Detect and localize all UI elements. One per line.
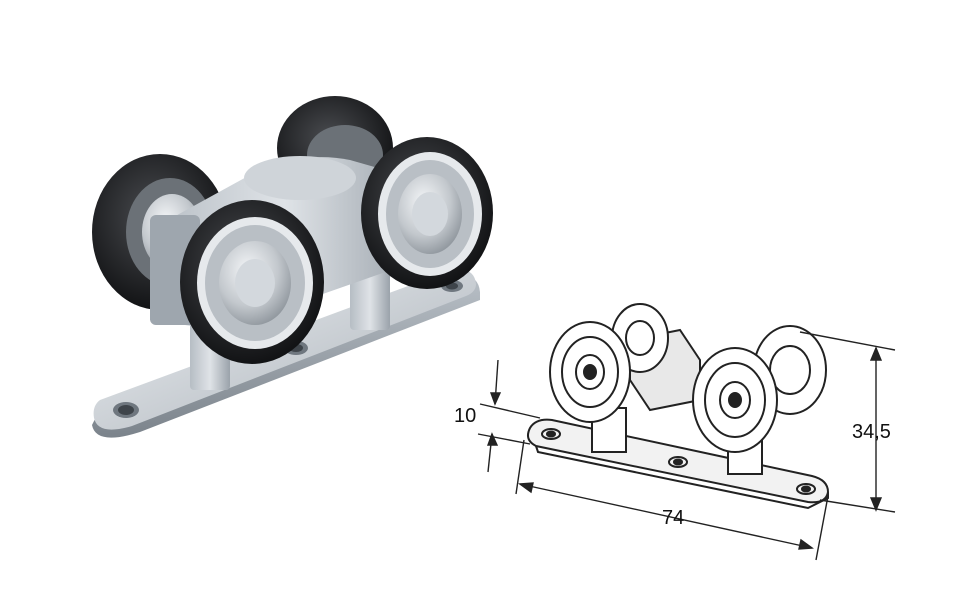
- dimension-height-label: 34,5: [852, 421, 891, 443]
- drawing-front-wheels: [549, 321, 778, 453]
- dimension-length-label: 74: [662, 507, 685, 529]
- dimension-lines: [477, 331, 896, 561]
- front-right-wheel: [361, 137, 493, 289]
- drawing-plate: [527, 418, 830, 510]
- dimension-base-height-label: 10: [454, 405, 477, 427]
- front-left-wheel: [180, 200, 324, 364]
